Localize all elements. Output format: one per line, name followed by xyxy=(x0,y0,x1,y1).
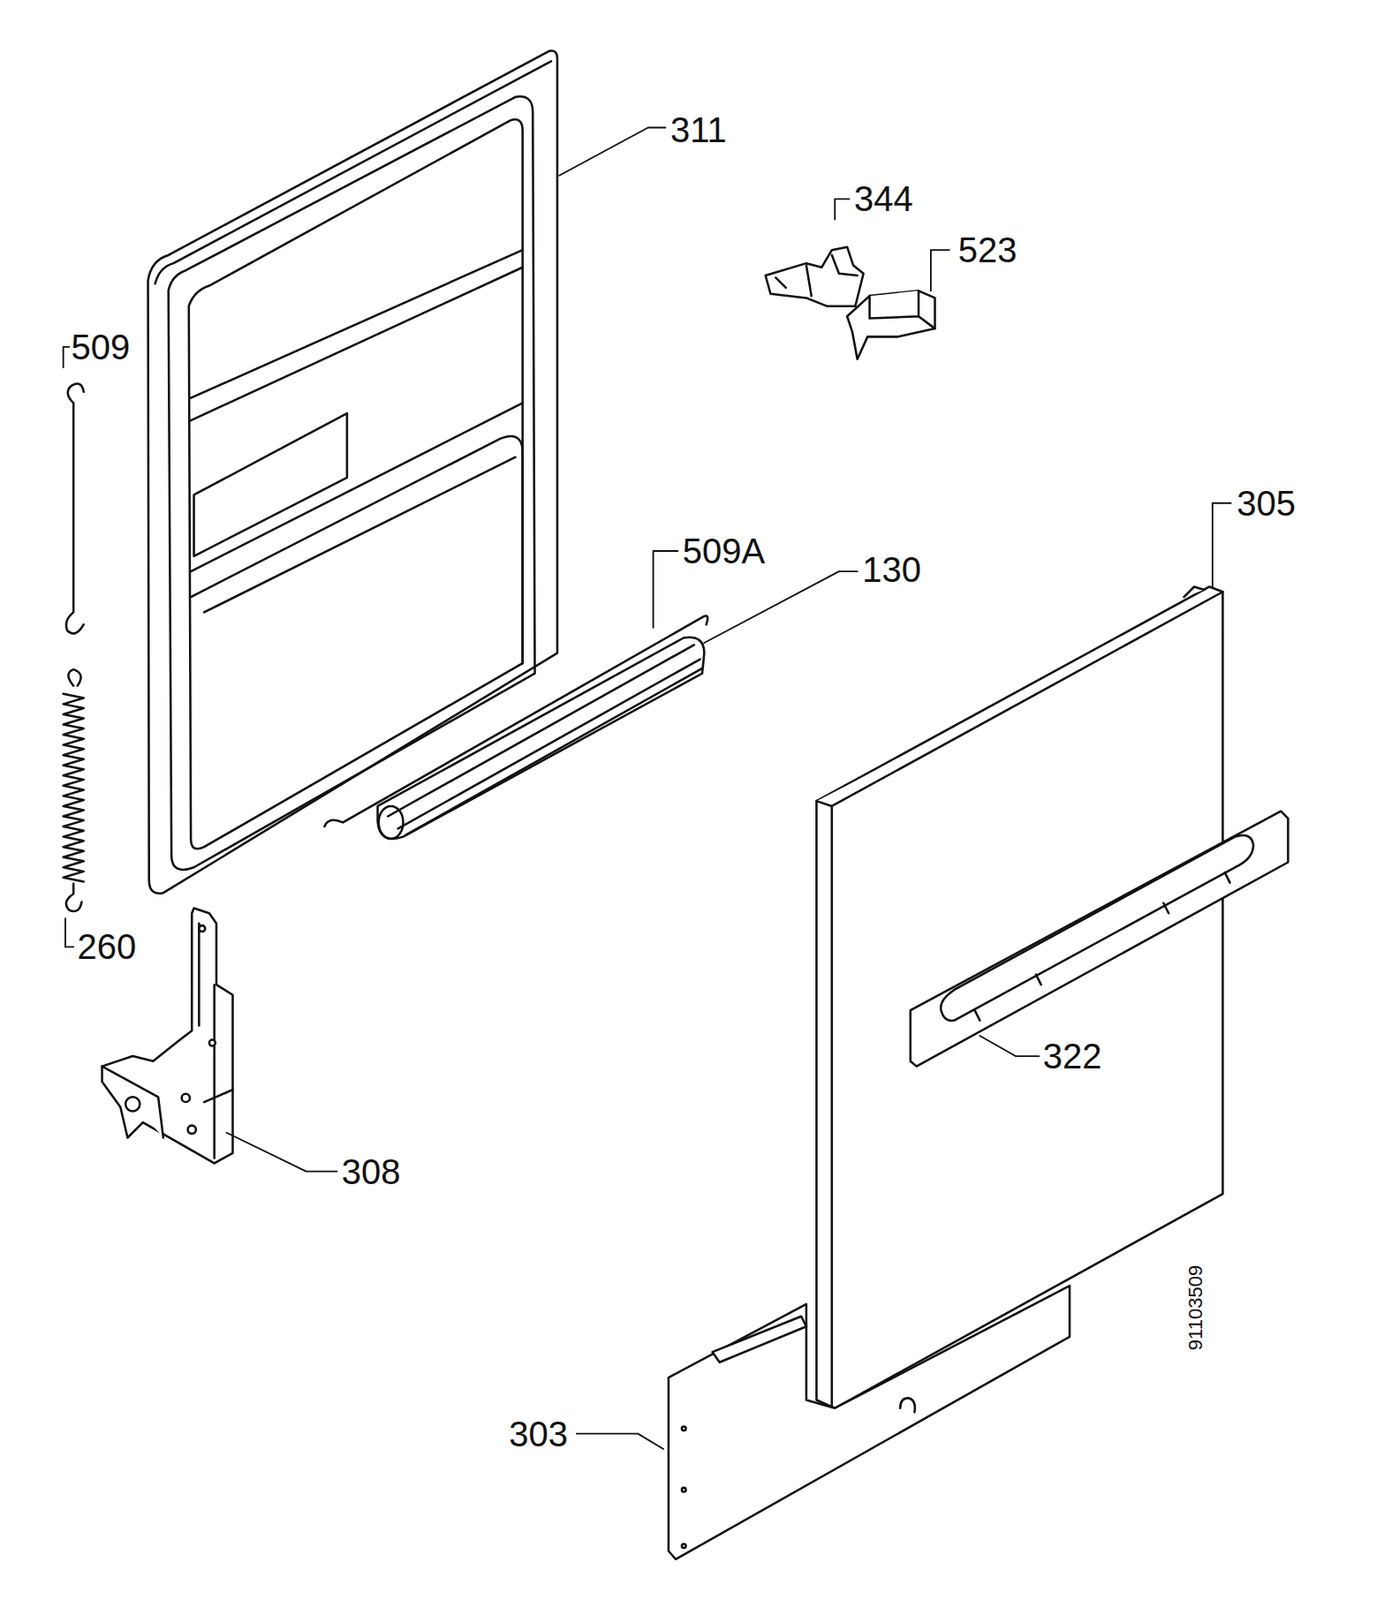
callout-number: 260 xyxy=(75,929,139,965)
callout-number: 305 xyxy=(1234,485,1298,522)
spring-rod xyxy=(66,384,84,635)
rod-and-seal xyxy=(324,615,708,840)
handle-rail xyxy=(910,811,1289,1067)
callout-number: 344 xyxy=(852,181,916,217)
callout-number: 523 xyxy=(956,232,1020,268)
leader-lines xyxy=(63,127,1232,1450)
callout-number: 509A xyxy=(680,533,767,569)
callout-number: 303 xyxy=(506,1416,570,1453)
callout-number: 308 xyxy=(340,1154,403,1190)
callout-number: 130 xyxy=(860,552,923,588)
kick-plate xyxy=(668,1285,1070,1560)
callout-number: 311 xyxy=(668,112,729,148)
lock-parts xyxy=(765,247,936,360)
callout-number: 322 xyxy=(1041,1038,1105,1074)
drawing-number: 91103509 xyxy=(1186,1263,1206,1353)
callout-number: 509 xyxy=(69,329,133,365)
coil-spring xyxy=(63,669,84,912)
